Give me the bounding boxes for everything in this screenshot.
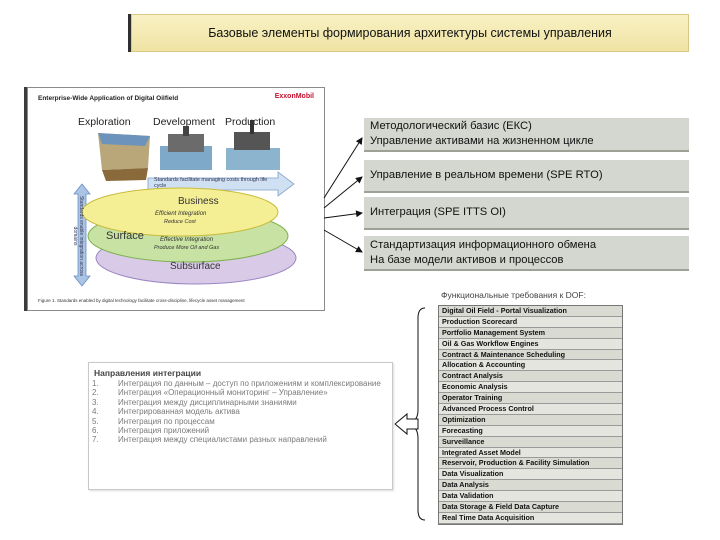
integration-item-text: Интегрированная модель актива	[118, 407, 240, 417]
integration-item-text: Интеграция по процессам	[118, 416, 215, 426]
box-integration: Интеграция (SPE ITTS OI)	[364, 197, 689, 230]
requirement-item: Reservoir, Production & Facility Simulat…	[439, 458, 622, 470]
exxonmobil-logo: ExxonMobil	[274, 93, 314, 100]
box-line: Управление активами на жизненном цикле	[370, 135, 594, 147]
layer-surface-title: Surface	[106, 230, 144, 242]
functional-requirements-label: Функциональные требования к DOF:	[441, 290, 586, 300]
integration-item-number: 7.	[92, 435, 99, 445]
integration-directions-box: Направления интеграции 1. Интеграция по д…	[88, 362, 393, 490]
title-accent-bar	[128, 14, 132, 52]
arrow-to-box-2	[323, 176, 363, 209]
requirement-item: Data Storage & Field Data Capture	[439, 502, 622, 513]
requirement-item: Data Validation	[439, 491, 622, 503]
lifecycle-diagram	[73, 120, 297, 287]
figure-header: Enterprise-Wide Application of Digital O…	[38, 95, 179, 102]
requirement-item: Operator Training	[439, 393, 622, 405]
integration-item-number: 6.	[92, 426, 99, 436]
integration-item-text: Интеграция между специалистами разных на…	[118, 435, 327, 445]
slide-title-bar: Базовые элементы формирования архитектур…	[131, 14, 689, 52]
digital-oilfield-figure: Enterprise-Wide Application of Digital O…	[27, 87, 325, 311]
integration-item: 6. Интеграция приложений	[92, 426, 387, 435]
figure-footnote: Figure 1. Standards enabled by digital t…	[38, 298, 245, 303]
arrow-to-box-4	[323, 229, 363, 253]
stage-exploration: Exploration	[78, 116, 131, 128]
figure-accent-bar	[24, 87, 28, 311]
requirement-item: Forecasting	[439, 425, 622, 437]
layer-subsurface-title: Subsurface	[170, 261, 221, 272]
integration-list: 1. Интеграция по данным – доступ по прило…	[92, 379, 387, 445]
requirement-item: Digital Oil Field - Portal Visualization	[439, 306, 622, 317]
requirement-item: Allocation & Accounting	[439, 360, 622, 372]
requirement-item: Contract & Maintenance Scheduling	[439, 349, 622, 361]
requirement-item: Production Scorecard	[439, 316, 622, 328]
exploration-image	[98, 133, 150, 181]
slide-title: Базовые элементы формирования архитектур…	[208, 26, 612, 40]
list-brace	[408, 307, 426, 521]
requirement-item: Real Time Data Acquisition	[439, 512, 622, 524]
requirement-item: Integrated Asset Model	[439, 447, 622, 459]
requirement-item: Oil & Gas Workflow Engines	[439, 338, 622, 350]
integration-item-number: 4.	[92, 407, 99, 417]
layer-surface-sub1: Effective Integration	[160, 237, 214, 243]
box-methodology: Методологический базис (ЕКС) Управление …	[364, 118, 689, 152]
box-standardization: Стандартизация информационного обмена На…	[364, 236, 689, 271]
integration-item-text: Интеграция приложений	[118, 426, 210, 436]
integration-item: 1. Интеграция по данным – доступ по прило…	[92, 379, 387, 388]
requirement-item: Data Visualization	[439, 469, 622, 481]
arrow-to-box-1	[323, 137, 363, 199]
integration-item: 7. Интеграция между специалистами разных …	[92, 435, 387, 444]
requirement-item: Data Analysis	[439, 480, 622, 492]
box-line: Интеграция (SPE ITTS OI)	[370, 206, 506, 218]
box-realtime: Управление в реальном времени (SPE RTO)	[364, 160, 689, 193]
requirement-item: Contract Analysis	[439, 371, 622, 383]
requirement-item: Optimization	[439, 414, 622, 426]
requirement-item: Surveillance	[439, 436, 622, 448]
box-line: На базе модели активов и процессов	[370, 253, 564, 266]
requirement-item: Economic Analysis	[439, 382, 622, 394]
integration-item: 3. Интеграция между дисциплинарными знани…	[92, 398, 387, 407]
layer-business-title: Business	[178, 196, 219, 207]
integration-item-text: Интеграция по данным – доступ по приложе…	[118, 379, 381, 388]
integration-item-number: 5.	[92, 416, 99, 426]
integration-item-number: 2.	[92, 388, 99, 398]
layer-surface-sub2: Produce More Oil and Gas	[154, 245, 220, 251]
arrow-to-box-3	[323, 210, 363, 219]
integration-item-text: Интеграция «Операционный мониторинг – Уп…	[118, 388, 328, 398]
brace-arrow	[394, 412, 419, 436]
integration-item-number: 1.	[92, 379, 99, 388]
integration-title: Направления интеграции	[94, 368, 202, 378]
integration-item-text: Интеграция между дисциплинарными знаниям…	[118, 397, 297, 407]
box-line: Стандартизация информационного обмена	[370, 238, 597, 251]
layer-business-sub1: Efficient Integration	[155, 211, 207, 217]
layer-business-sub2: Reduce Cost	[164, 219, 196, 225]
requirement-item: Advanced Process Control	[439, 404, 622, 415]
production-image	[226, 120, 280, 170]
integration-item: 2. Интеграция «Операционный мониторинг – …	[92, 388, 387, 397]
lifecycle-arrow-text: Standards facilitate managing costs thro…	[154, 177, 268, 189]
requirement-item: Portfolio Management System	[439, 327, 622, 339]
box-line: Методологический базис (ЕКС)	[370, 120, 532, 132]
integration-item: 4. Интегрированная модель актива	[92, 407, 387, 416]
integration-item: 5. Интеграция по процессам	[92, 417, 387, 426]
requirements-list: Digital Oil Field - Portal Visualization…	[438, 305, 623, 525]
stage-development: Development	[153, 116, 215, 128]
box-line: Управление в реальном времени (SPE RTO)	[370, 169, 603, 181]
integration-item-number: 3.	[92, 397, 99, 407]
development-image	[160, 126, 212, 170]
